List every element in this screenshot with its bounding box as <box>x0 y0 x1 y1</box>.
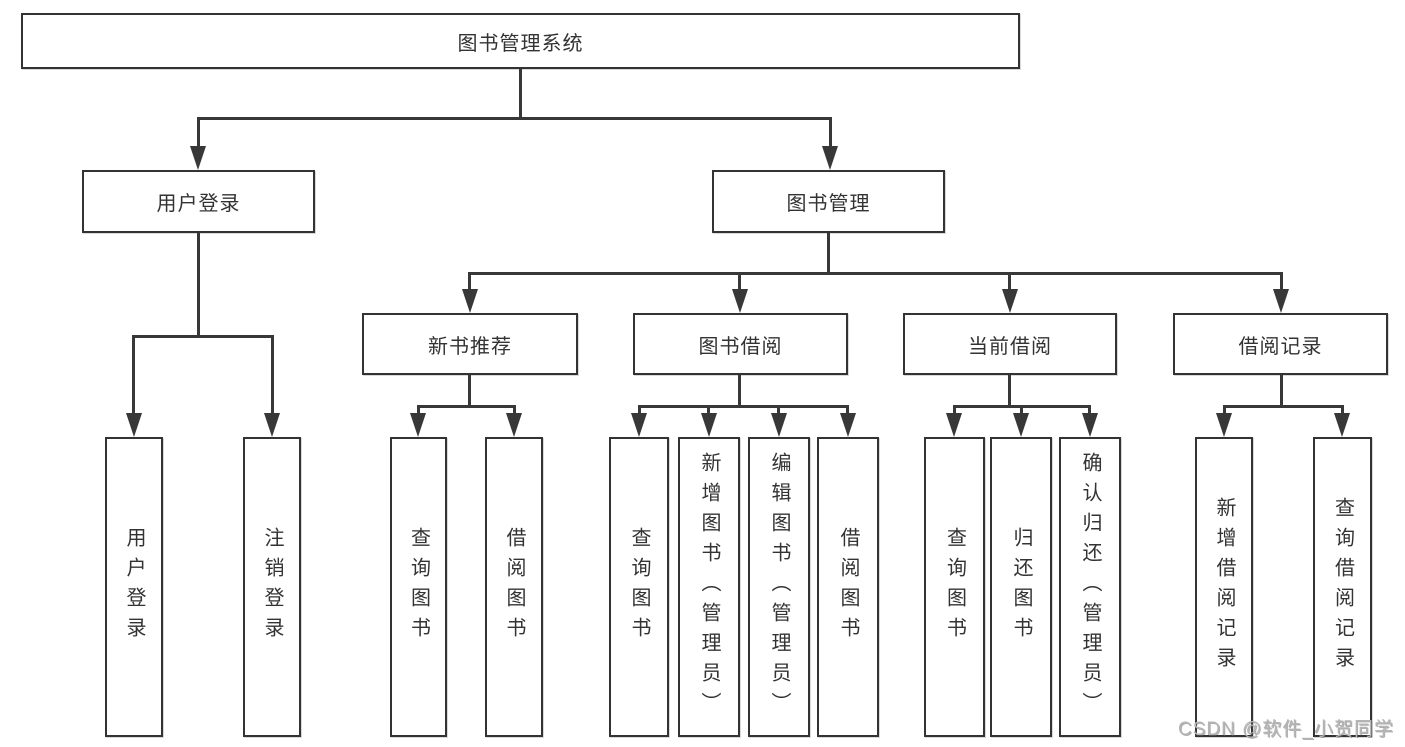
connector-line <box>417 405 516 408</box>
arrow-down-icon <box>1216 413 1232 437</box>
node-label: 借阅记录 <box>1238 335 1323 358</box>
connector-line <box>638 405 849 408</box>
connector-line <box>1341 405 1344 419</box>
connector-line <box>846 405 849 419</box>
connector-line <box>271 335 274 419</box>
leaf-borrow-books: 借阅图书 <box>817 437 879 737</box>
connector-line <box>417 405 420 419</box>
connector-line <box>1008 375 1011 408</box>
connector-line <box>468 375 471 408</box>
connector-line <box>1223 405 1226 419</box>
arrow-down-icon <box>1002 289 1018 313</box>
leaf-label: 归还图书 <box>1010 527 1032 647</box>
arrow-down-icon <box>1082 413 1098 437</box>
connector-line <box>1280 272 1283 292</box>
leaf-query-books-recommend: 查询图书 <box>390 437 447 737</box>
connector-line <box>513 405 516 419</box>
leaf-confirm-return-admin: 确认归还（管理员） <box>1059 437 1121 737</box>
arrow-down-icon <box>701 413 717 437</box>
node-label: 图书借阅 <box>698 335 783 358</box>
node-new-book-recommendation: 新书推荐 <box>362 313 578 375</box>
leaf-borrow-books-recommend: 借阅图书 <box>485 437 543 737</box>
arrow-down-icon <box>506 413 522 437</box>
node-label: 图书管理 <box>786 193 871 215</box>
leaf-add-borrow-record: 新增借阅记录 <box>1195 437 1253 737</box>
connector-line <box>132 335 274 338</box>
node-current-borrowing: 当前借阅 <box>903 313 1117 375</box>
arrow-down-icon <box>822 146 838 170</box>
connector-line <box>1088 405 1091 419</box>
arrow-down-icon <box>1273 289 1289 313</box>
leaf-query-borrow-record: 查询借阅记录 <box>1313 437 1372 737</box>
leaf-label: 新增图书（管理员） <box>698 452 720 722</box>
arrow-down-icon <box>410 413 426 437</box>
leaf-label: 确认归还（管理员） <box>1079 452 1101 722</box>
arrow-down-icon <box>631 413 647 437</box>
csdn-watermark: CSDN @软件_小贺同学 <box>1178 719 1394 740</box>
connector-line <box>132 335 135 419</box>
leaf-label: 用户登录 <box>123 527 145 647</box>
connector-line <box>468 272 1283 275</box>
leaf-label: 查询图书 <box>943 527 966 647</box>
connector-line <box>777 405 780 419</box>
leaf-label: 新增借阅记录 <box>1213 497 1235 677</box>
leaf-logout: 注销登录 <box>243 437 301 737</box>
connector-line <box>197 117 832 120</box>
leaf-add-books-admin: 新增图书（管理员） <box>678 437 740 737</box>
arrow-down-icon <box>264 413 280 437</box>
node-label: 用户登录 <box>156 193 241 215</box>
connector-line <box>738 375 741 408</box>
arrow-down-icon <box>946 413 962 437</box>
leaf-user-login: 用户登录 <box>105 437 163 737</box>
connector-line <box>519 69 522 120</box>
connector-line <box>827 233 830 275</box>
node-book-management: 图书管理 <box>712 170 945 233</box>
arrow-down-icon <box>1334 413 1350 437</box>
leaf-edit-books-admin: 编辑图书（管理员） <box>748 437 810 737</box>
node-label: 图书管理系统 <box>457 32 584 55</box>
leaf-return-books: 归还图书 <box>990 437 1052 737</box>
connector-line <box>738 272 741 292</box>
leaf-query-books-borrowing: 查询图书 <box>609 437 669 737</box>
leaf-label: 借阅图书 <box>837 527 859 647</box>
connector-line <box>953 405 956 419</box>
arrow-down-icon <box>771 413 787 437</box>
arrow-down-icon <box>462 289 478 313</box>
leaf-label: 编辑图书（管理员） <box>768 452 790 722</box>
node-label: 新书推荐 <box>428 335 512 358</box>
leaf-label: 查询图书 <box>407 527 430 647</box>
leaf-query-books-current: 查询图书 <box>924 437 985 737</box>
node-book-borrowing: 图书借阅 <box>633 313 848 375</box>
connector-line <box>829 117 832 151</box>
connector-line <box>468 272 471 292</box>
connector-line <box>1280 375 1283 408</box>
connector-line <box>707 405 710 419</box>
arrow-down-icon <box>126 413 142 437</box>
connector-line <box>1223 405 1344 408</box>
connector-line <box>638 405 641 419</box>
node-user-login: 用户登录 <box>82 170 315 233</box>
node-library-management-system: 图书管理系统 <box>21 13 1020 69</box>
arrow-down-icon <box>1013 413 1029 437</box>
leaf-label: 查询图书 <box>628 527 650 647</box>
node-borrowing-records: 借阅记录 <box>1173 313 1388 375</box>
connector-line <box>1020 405 1023 419</box>
connector-line <box>197 233 200 338</box>
connector-line <box>1008 272 1011 292</box>
leaf-label: 借阅图书 <box>503 527 525 647</box>
node-label: 当前借阅 <box>968 335 1052 358</box>
arrow-down-icon <box>840 413 856 437</box>
leaf-label: 注销登录 <box>261 527 283 647</box>
connector-line <box>197 117 200 151</box>
leaf-label: 查询借阅记录 <box>1331 497 1354 677</box>
arrow-down-icon <box>190 146 206 170</box>
arrow-down-icon <box>732 289 748 313</box>
